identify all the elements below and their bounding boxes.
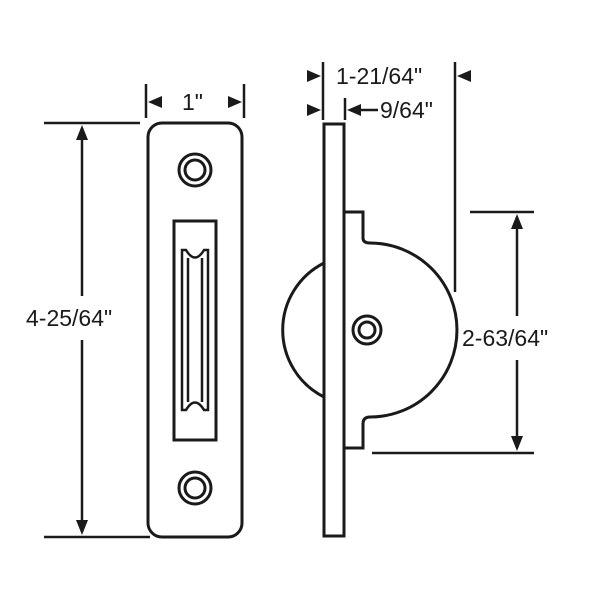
wheel-arc-left [281,261,325,399]
wheel-height-label: 2-63/64" [462,325,548,351]
wheel-edge-view [180,248,210,412]
faceplate-outline [146,121,244,539]
depth-dimensions: 1-21/64" 9/64" [307,62,471,292]
bottom-screw-hole [177,470,213,506]
height-label: 4-25/64" [26,305,112,331]
axle [351,314,383,346]
faceplate-edge [322,122,346,538]
front-view [146,121,244,539]
height-dimension: 4-25/64" [26,121,150,539]
housing-profile [344,210,459,450]
faceplate-thickness-label: 9/64" [380,97,433,123]
width-dimension: 1" [144,84,246,118]
width-label: 1" [182,89,203,115]
wheel-slot [172,219,218,442]
side-view [281,122,459,538]
wheel-height-dimension: 2-63/64" [372,210,548,455]
top-screw-hole [177,152,213,188]
overall-depth-label: 1-21/64" [336,63,422,89]
